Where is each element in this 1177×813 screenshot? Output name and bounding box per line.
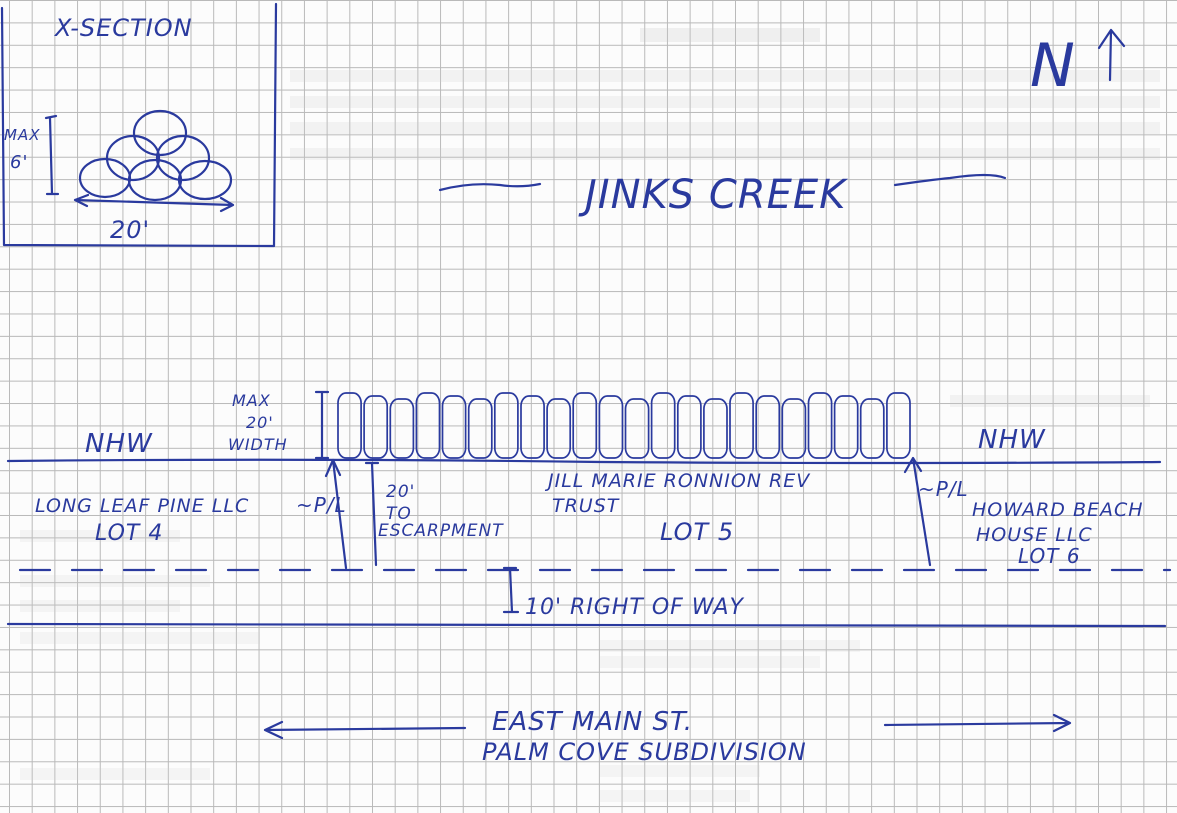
boulder [415,392,441,459]
max-width-note: MAX 20' WIDTH [228,390,330,460]
boulder [546,398,572,459]
lot-6: HOWARD BEACH HOUSE LLC LOT 6 [972,499,1144,568]
boulder [859,398,885,459]
right-of-way-note: 10' RIGHT OF WAY [502,566,745,620]
bleed-through-text [20,28,1160,802]
property-line-left: ~P/L [296,458,348,570]
boulder [598,395,624,459]
lot6-label: LOT 6 [1018,544,1081,568]
lot4-label: LOT 4 [95,521,163,546]
stacked-boulders [78,109,233,202]
lot4-owner: LONG LEAF PINE LLC [35,495,249,517]
max-width-label-line3: WIDTH [228,435,288,454]
right-of-way-label: 10' RIGHT OF WAY [525,595,745,620]
boulder [755,395,781,459]
boulder [624,398,650,459]
boulder [650,392,676,459]
north-arrow: N [1030,28,1126,101]
cross-section-height-label-bottom: 6' [10,152,28,173]
escarpment-label-line1: 20' [386,482,415,502]
north-label: N [1030,31,1076,101]
boulder [337,392,362,459]
street: EAST MAIN ST. PALM COVE SUBDIVISION [263,707,1072,766]
inset-border [0,2,278,248]
boulder [441,395,467,459]
property-line-left-arrow [324,458,348,570]
street-label: EAST MAIN ST. [492,707,693,737]
boulder [703,398,728,459]
property-line-right-arrow [903,456,932,567]
lot5-label: LOT 5 [660,518,734,546]
street-arrow-left [263,720,467,740]
lot5-owner-line2: TRUST [552,495,620,517]
boulder [572,392,598,459]
escarpment-label-line2: TO [386,504,412,524]
creek-squiggle-left [438,182,542,192]
boulder [520,395,545,459]
lot6-owner-line2: HOUSE LLC [976,524,1093,546]
max-width-label-line1: MAX [232,391,271,410]
max-width-dimension-line [314,390,330,460]
subdivision-label: PALM COVE SUBDIVISION [482,738,807,766]
nhw-label-left: NHW [85,429,153,459]
boulder [729,392,754,459]
pl-label-left: ~P/L [296,493,347,517]
street-arrow-right [883,713,1072,733]
boulder [493,392,519,459]
creek: JINKS CREEK [438,172,1007,218]
boulder-revetment [337,392,911,459]
escarpment-note: 20' TO ESCARPMENT [364,461,504,567]
boulder [467,398,493,459]
boulder [389,398,415,459]
cross-section-width-label: 20' [110,216,150,244]
cross-section-title: X-SECTION [53,14,193,42]
boulder [363,395,389,459]
right-of-way-dimension-line [502,566,520,614]
lot-5: JILL MARIE RONNION REV TRUST LOT 5 [544,470,811,546]
escarpment-label-line3: ESCARPMENT [378,521,504,541]
boulder [781,398,807,459]
normal-high-water-line [6,458,1162,465]
creek-label: JINKS CREEK [578,172,848,218]
boulder [886,392,911,459]
north-arrow-icon [1097,28,1126,82]
lot6-owner-line1: HOWARD BEACH [972,499,1144,521]
road-edge-line [6,622,1167,628]
creek-squiggle-right [893,173,1007,187]
cross-section-inset: X-SECTION MAX 6' 20' [0,2,278,248]
max-width-label-line2: 20' [246,413,274,432]
boulder [807,392,833,459]
pl-label-right: ~P/L [918,477,969,501]
width-dimension-arrow [73,193,235,213]
height-dimension-line [44,114,60,196]
lot-4: LONG LEAF PINE LLC LOT 4 [35,495,249,546]
boulder [676,395,702,459]
cross-section-height-label-top: MAX [4,126,40,144]
nhw-label-right: NHW [978,425,1046,455]
boulder [833,395,859,459]
escarpment-dimension-line [364,461,380,567]
lot5-owner-line1: JILL MARIE RONNION REV [544,470,811,492]
property-line-right: ~P/L [903,456,969,567]
